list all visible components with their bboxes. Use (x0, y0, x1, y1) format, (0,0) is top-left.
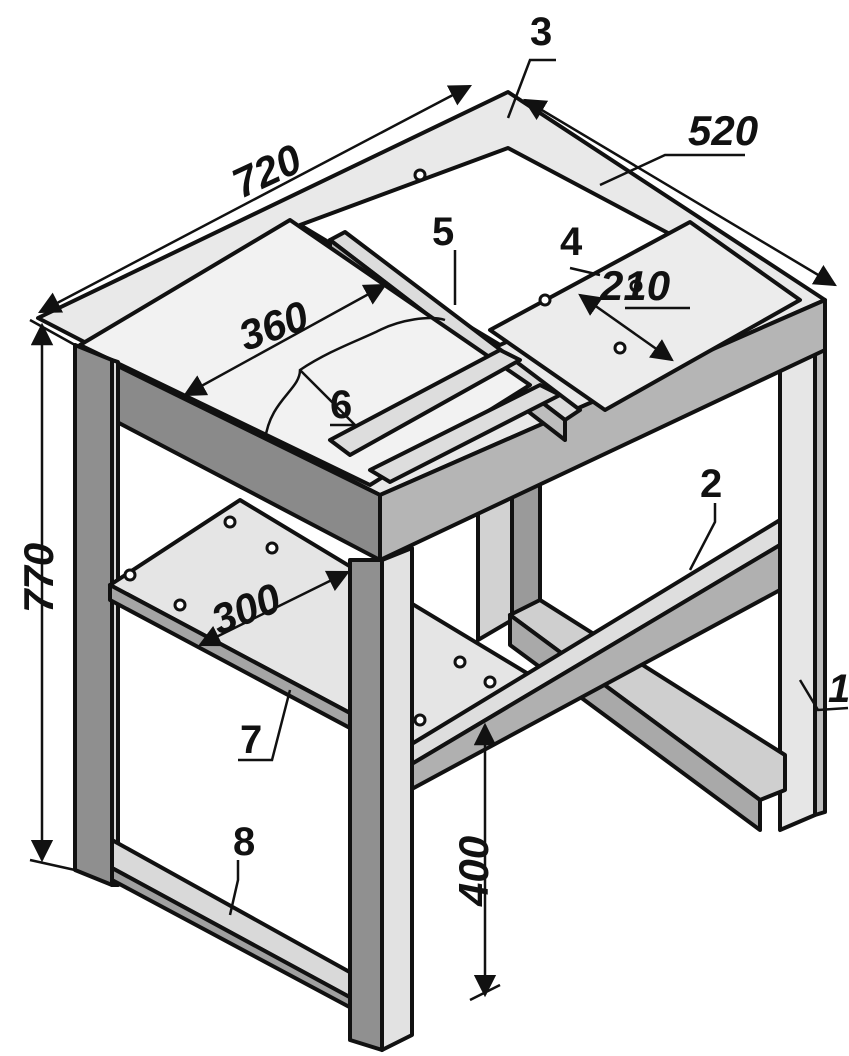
part-label-5: 5 (432, 210, 454, 254)
part-label-6: 6 (330, 383, 352, 427)
leader-lines (228, 58, 849, 916)
part-label-1: 1 (828, 667, 849, 711)
shelf-height-dimension-label: 400 (450, 836, 497, 907)
part-label-2: 2 (700, 462, 722, 506)
front-left-leg (73, 343, 120, 887)
small-panel-dimension-label: 210 (599, 262, 670, 309)
part-label-8: 8 (233, 820, 255, 864)
height-dimension-label: 770 (15, 543, 62, 613)
depth-dimension-label: 520 (688, 107, 758, 154)
top-slats (328, 348, 562, 484)
dimension-lines (29, 84, 837, 1002)
part-label-4: 4 (560, 220, 583, 264)
part-label-3: 3 (530, 10, 552, 54)
part-label-7: 7 (240, 718, 262, 762)
lower-rail-8 (110, 838, 357, 1012)
front-right-leg (348, 546, 414, 1052)
